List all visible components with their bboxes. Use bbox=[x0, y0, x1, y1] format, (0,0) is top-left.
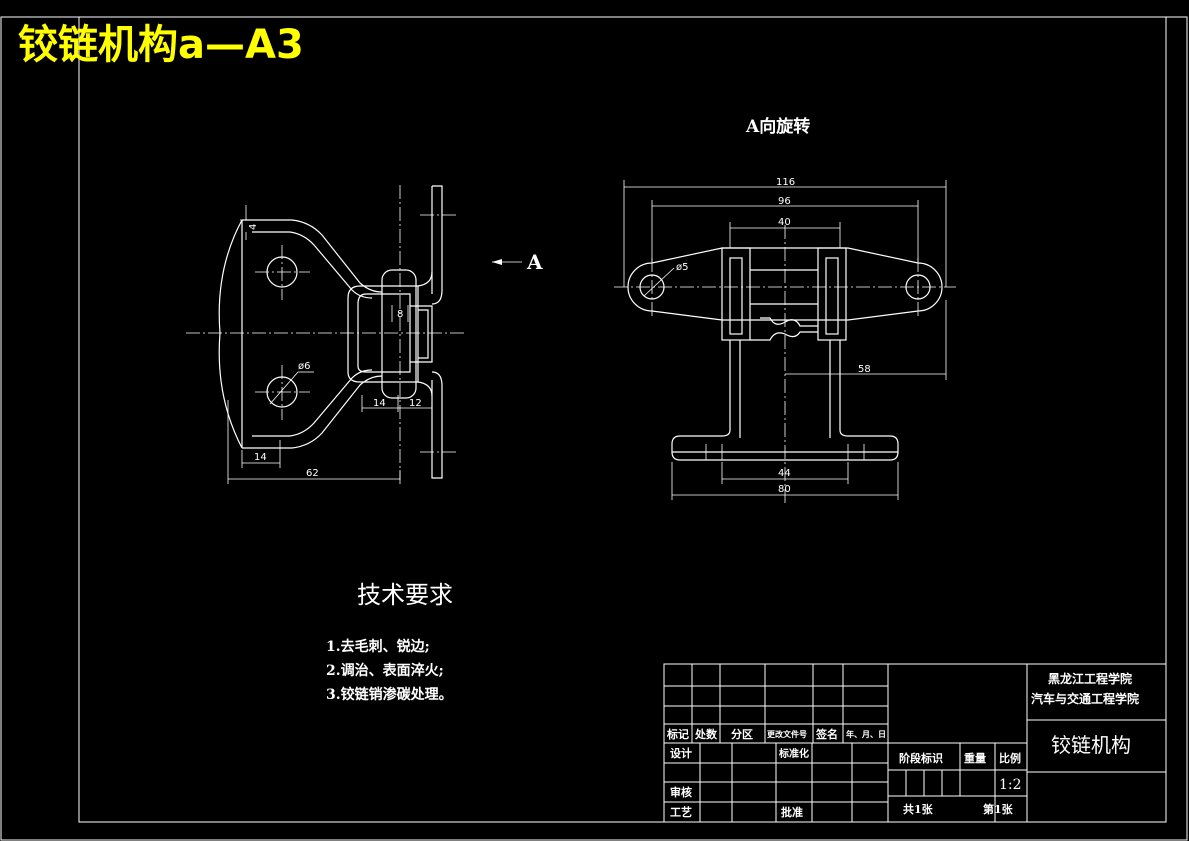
dim-left-phi6: ø6 bbox=[298, 361, 310, 372]
requirement-item: 3.铰链销渗碳处理。 bbox=[326, 686, 453, 703]
view-arrow: A bbox=[492, 250, 543, 274]
dim-right-116: 116 bbox=[776, 177, 795, 188]
tb-header-cell: 年、月、日 bbox=[846, 729, 886, 739]
view-label: A向旋转 bbox=[745, 116, 810, 137]
tb-header-cell: 更改文件号 bbox=[767, 729, 807, 739]
school-name: 黑龙江工程学院 bbox=[1048, 671, 1132, 686]
tb-header-cell: 标记 bbox=[666, 727, 689, 741]
tb-approve: 批准 bbox=[781, 805, 803, 819]
dim-right-96: 96 bbox=[778, 196, 791, 207]
tb-total-sheets: 共1张 bbox=[903, 802, 934, 816]
tb-ratio-label: 比例 bbox=[999, 751, 1021, 765]
dim-right-44: 44 bbox=[778, 468, 791, 479]
outer-frame bbox=[0, 16, 1188, 841]
tb-ratio-value: 1:2 bbox=[999, 777, 1022, 793]
title-block-text: 黑龙江工程学院 汽车与交通工程学院 铰链机构 标记 处数 分区 更改文件号 签名… bbox=[666, 671, 1139, 819]
dim-left-4: 4 bbox=[248, 224, 259, 230]
tb-craft: 工艺 bbox=[670, 805, 692, 819]
tb-standardize: 标准化 bbox=[778, 747, 809, 760]
dim-right-phi5: ø5 bbox=[676, 262, 688, 273]
tb-header-cell: 处数 bbox=[694, 727, 718, 741]
tb-review: 审核 bbox=[670, 785, 692, 799]
dim-left-8: 8 bbox=[397, 309, 403, 320]
department-name: 汽车与交通工程学院 bbox=[1031, 691, 1139, 706]
dim-right-80: 80 bbox=[778, 484, 791, 495]
dim-left-12: 12 bbox=[409, 398, 422, 409]
tb-header-cell: 分区 bbox=[731, 727, 753, 741]
dim-left-14a: 14 bbox=[373, 398, 386, 409]
requirement-item: 2.调治、表面淬火; bbox=[326, 662, 444, 679]
right-view: 116 96 40 ø5 58 44 80 bbox=[614, 177, 956, 505]
tb-design: 设计 bbox=[670, 746, 692, 760]
left-view: 4 8 ø6 14 12 14 62 bbox=[186, 185, 466, 484]
requirements-heading: 技术要求 bbox=[357, 581, 453, 609]
tb-stage-mark: 阶段标识 bbox=[899, 751, 943, 765]
tb-sheet-no: 第1张 bbox=[983, 802, 1014, 816]
arrow-label: A bbox=[526, 250, 543, 274]
inner-frame bbox=[78, 16, 1167, 823]
page-title: 铰链机构a—A3 bbox=[18, 22, 304, 68]
dim-left-62: 62 bbox=[306, 468, 319, 479]
title-block bbox=[663, 663, 1167, 823]
tb-weight: 重量 bbox=[964, 751, 986, 765]
drawing-name: 铰链机构 bbox=[1051, 733, 1131, 757]
dim-left-14b: 14 bbox=[254, 452, 267, 463]
dim-right-58: 58 bbox=[858, 364, 871, 375]
requirement-item: 1.去毛刺、锐边; bbox=[326, 638, 430, 655]
dim-right-40: 40 bbox=[778, 217, 791, 228]
tb-header-cell: 签名 bbox=[815, 727, 838, 741]
requirements: 技术要求 1.去毛刺、锐边; 2.调治、表面淬火; 3.铰链销渗碳处理。 bbox=[326, 581, 453, 703]
